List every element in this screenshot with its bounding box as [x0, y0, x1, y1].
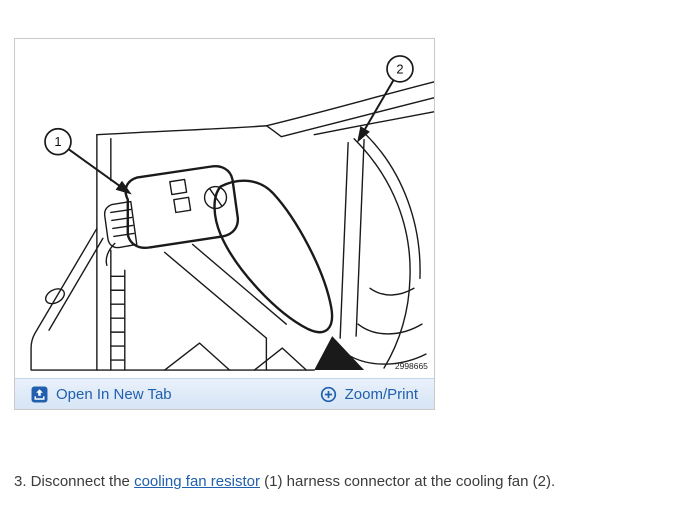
open-in-new-tab-icon: [31, 386, 48, 403]
callout-2-label: 2: [396, 61, 403, 76]
resistor-connector-drawing: [103, 165, 240, 267]
zoom-print-label: Zoom/Print: [344, 385, 418, 403]
instruction-prefix: 3. Disconnect the: [14, 473, 135, 490]
open-in-new-tab-button[interactable]: Open In New Tab: [31, 386, 172, 403]
zoom-print-button[interactable]: Zoom/Print: [320, 386, 418, 403]
mounting-hole: [44, 288, 66, 305]
figure-toolbar: Open In New Tab Zoom/Print: [15, 378, 434, 409]
instruction-suffix: (1) harness connector at the cooling fan…: [259, 473, 556, 490]
callout-1: 1: [44, 127, 132, 195]
cooling-fan-resistor-link[interactable]: cooling fan resistor: [134, 473, 260, 490]
callout-2-circle: [386, 55, 414, 83]
fan-shroud-drawing: [30, 81, 434, 371]
cooling-fan-diagram: 1 2 2998665: [15, 39, 434, 378]
instruction-step: 3. Disconnect the cooling fan resistor (…: [14, 472, 676, 492]
callout-1-arrow: [115, 180, 132, 195]
fan-blade: [213, 179, 334, 334]
callout-1-circle: [44, 127, 72, 156]
figure-number: 2998665: [395, 361, 428, 371]
callout-2: 2: [357, 55, 414, 143]
figure-panel: 1 2 2998665 Open In New Tab: [14, 38, 435, 410]
connector-plug-face: [103, 200, 138, 249]
open-in-new-tab-label: Open In New Tab: [56, 385, 172, 403]
zoom-print-icon: [320, 386, 337, 403]
callout-2-arrow: [357, 126, 370, 143]
connector-body: [124, 165, 240, 250]
callout-1-label: 1: [54, 134, 61, 149]
